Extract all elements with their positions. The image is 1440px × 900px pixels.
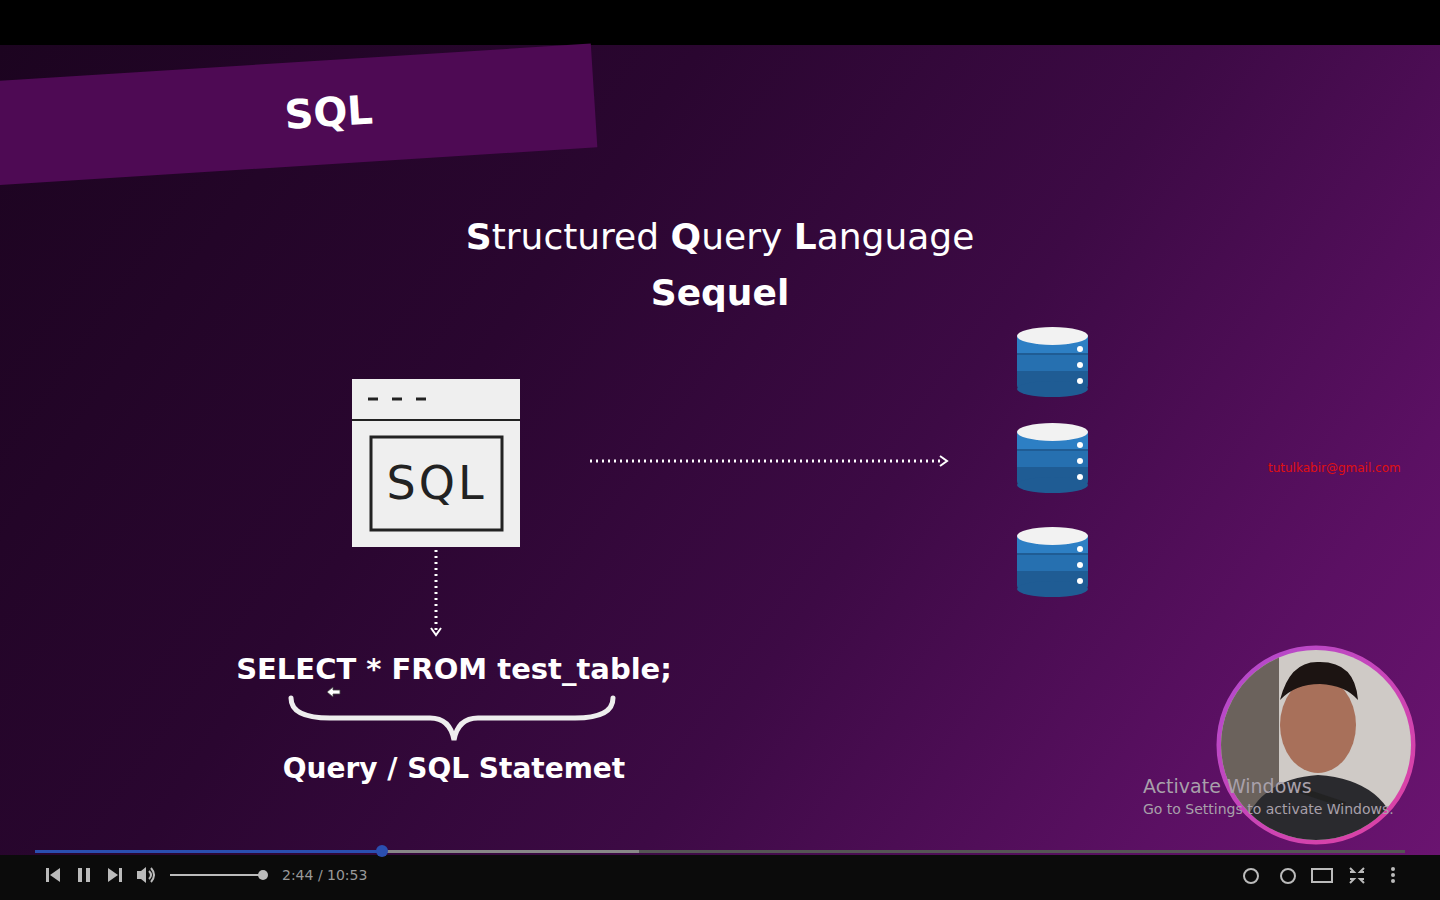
progress-thumb <box>376 845 388 857</box>
player-controls-bar <box>0 855 1440 900</box>
sql-window-icon: SQL <box>352 379 520 547</box>
control-icons <box>46 867 1395 883</box>
os-watermark: Go to Settings to activate Windows. <box>1143 801 1394 817</box>
arrow-head <box>431 628 441 635</box>
watermark-email: tutulkabir@gmail.com <box>1268 461 1401 475</box>
query-caption: Query / SQL Statemet <box>283 752 625 785</box>
os-watermark: Activate Windows <box>1143 775 1312 797</box>
progress-buffer <box>35 850 639 853</box>
mouse-cursor <box>327 687 340 697</box>
subtitle: Structured Query Language <box>466 216 975 257</box>
subtitle-alias: Sequel <box>651 272 790 313</box>
dotted-arrow <box>435 550 438 630</box>
dotted-arrow <box>590 460 942 463</box>
progress-played <box>35 850 382 853</box>
query-example: SELECT * FROM test_table; <box>236 652 672 686</box>
arrow-head <box>940 456 947 466</box>
icon-label: SQL <box>370 436 503 531</box>
title-text: SQL <box>0 73 596 157</box>
curly-brace <box>291 698 613 740</box>
progress-track <box>35 850 1405 853</box>
time-display: 2:44 / 10:53 <box>282 867 367 883</box>
database-icon <box>1017 327 1088 597</box>
